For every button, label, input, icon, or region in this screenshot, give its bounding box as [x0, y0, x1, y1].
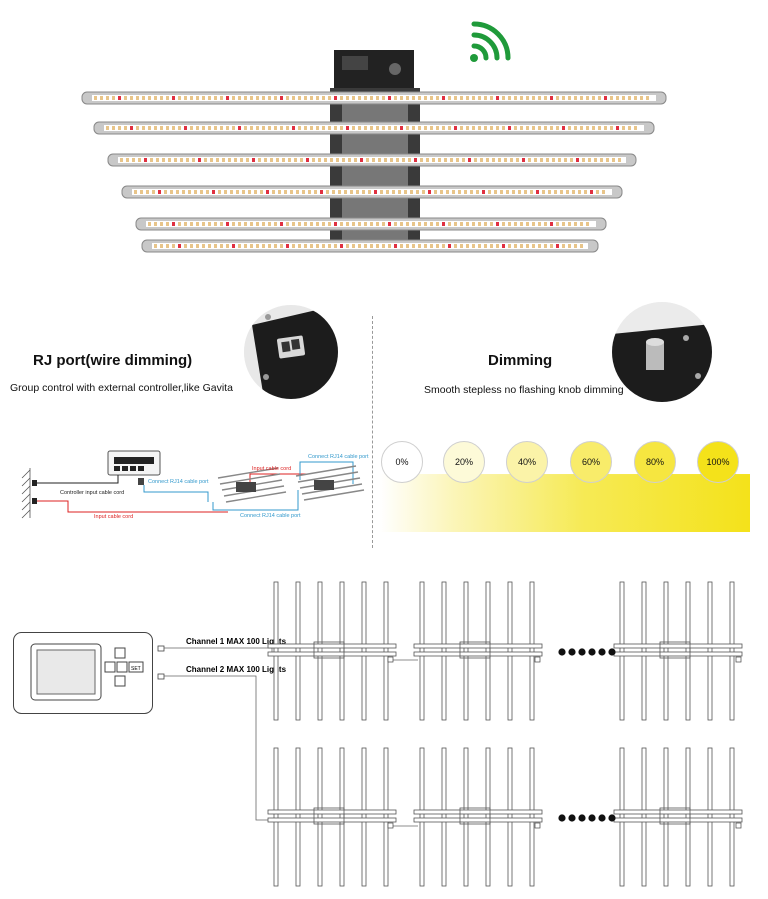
- controller-set-label: SET: [131, 666, 141, 672]
- label-input-cable-1: Input cable cord: [94, 514, 133, 520]
- channel-1-label: Channel 1 MAX 100 Lights: [186, 637, 287, 646]
- light-group: [413, 581, 543, 721]
- dimming-knob-photo: [612, 302, 712, 402]
- ellipsis-dot: [578, 648, 586, 656]
- dimming-subtitle: Smooth stepless no flashing knob dimming: [424, 384, 624, 396]
- label-rj14-2: Connect RJ14 cable port: [240, 513, 301, 519]
- dimming-gradient-top: [380, 440, 750, 476]
- dimming-level-0: 0%: [381, 441, 423, 483]
- dimming-title: Dimming: [488, 352, 553, 369]
- light-group: [613, 747, 743, 887]
- rj-port-subtitle: Group control with external controller,l…: [10, 382, 233, 394]
- wiring-diagram: Controller input cable cord Input cable …: [8, 440, 370, 530]
- label-input-cable-2: Input cable cord: [252, 466, 291, 472]
- ellipsis-dot: [598, 648, 606, 656]
- ellipsis-dot: [558, 648, 566, 656]
- ellipsis-dot: [608, 648, 616, 656]
- label-rj14-1: Connect RJ14 cable port: [148, 479, 209, 485]
- wireless-signal-icon: [462, 18, 512, 70]
- rj-port-title: RJ port(wire dimming): [33, 352, 193, 369]
- label-rj14-3: Connect RJ14 cable port: [308, 454, 369, 460]
- ellipsis-dot: [588, 648, 596, 656]
- channel-2-label: Channel 2 MAX 100 Lights: [186, 665, 287, 674]
- channel-diagram: Channel 1 MAX 100 Lights Channel 2 MAX 1…: [150, 580, 750, 890]
- light-group: [413, 747, 543, 887]
- rj-port-photo: [244, 305, 338, 399]
- section-divider: [372, 316, 373, 548]
- dimming-gradient: [380, 474, 750, 532]
- ellipsis-dot: [558, 814, 566, 822]
- light-group: [613, 581, 743, 721]
- ellipsis-dot: [608, 814, 616, 822]
- ellipsis-dot: [568, 648, 576, 656]
- ellipsis-dot: [568, 814, 576, 822]
- dimming-level-20: 20%: [443, 441, 485, 483]
- ellipsis-dot: [598, 814, 606, 822]
- light-group: [267, 747, 397, 887]
- ellipsis-dot: [588, 814, 596, 822]
- dimming-level-100: 100%: [697, 441, 739, 483]
- light-group: [267, 581, 397, 721]
- channel-controller: SET: [13, 632, 153, 714]
- label-controller-cable: Controller input cable cord: [60, 490, 124, 496]
- dimming-level-40: 40%: [506, 441, 548, 483]
- dimming-level-60: 60%: [570, 441, 612, 483]
- wall-hatch: [21, 468, 31, 519]
- dimming-level-80: 80%: [634, 441, 676, 483]
- ellipsis-dot: [578, 814, 586, 822]
- product-image: [80, 14, 680, 264]
